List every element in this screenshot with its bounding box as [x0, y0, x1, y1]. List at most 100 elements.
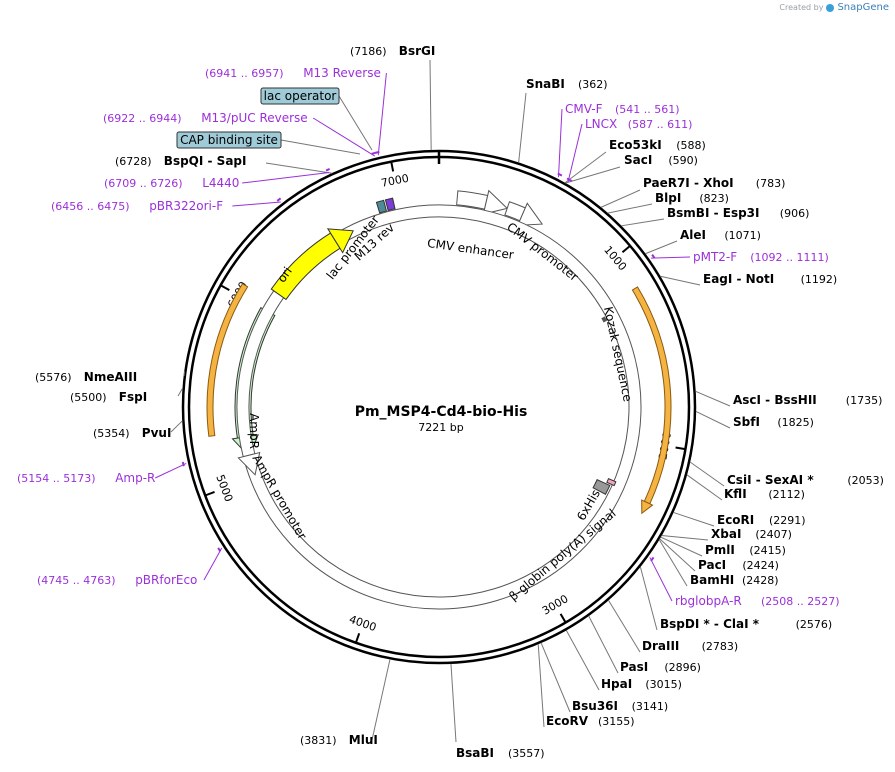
primer-range: (5154 .. 5173) [17, 472, 96, 485]
boxed-label-text: CAP binding site [180, 133, 278, 147]
site-leader [177, 387, 184, 397]
site-name: PmlI [705, 543, 735, 557]
site-position: (1825) [777, 416, 814, 429]
site-bsmbi-esp3i: BsmBI - Esp3I (906) [621, 206, 810, 227]
tick-label: 3000 [540, 592, 571, 617]
site-ecori: EcoRI(2291) [673, 511, 806, 527]
site-leader [565, 166, 621, 184]
site-leader [564, 151, 607, 184]
primer-mark [181, 461, 185, 467]
site-fspi: (5500)FspI [70, 387, 184, 404]
primer-rbglobpa-r: rbglobpA-R(2508 .. 2527) [649, 556, 840, 608]
site-leader [660, 275, 701, 286]
site-position: (7186) [350, 45, 387, 58]
site-leader [695, 410, 731, 429]
site-nmeaiii: (5576) NmeAIII [35, 370, 185, 384]
primer-leader [232, 201, 281, 207]
site-position: (5576) [35, 371, 72, 384]
site-position: (906) [780, 207, 810, 220]
site-pasi: PasI(2896) [588, 615, 701, 674]
tick-mark [390, 162, 395, 172]
primer-amp-r: (5154 .. 5173) Amp-R [17, 461, 187, 485]
site-paci: PacI(2424) [659, 538, 779, 572]
credit-prefix: Created by [779, 3, 824, 12]
site-name: SacI [624, 153, 652, 167]
cmv-enhancer-arrow [456, 189, 509, 215]
primer-leader [154, 462, 187, 479]
primer-name: Amp-R [115, 471, 155, 485]
primer-name: pMT2-F [693, 250, 737, 264]
primer-mark [276, 197, 282, 202]
site-leader [608, 599, 641, 653]
primer-leader [312, 117, 376, 157]
primer-leader [377, 72, 387, 156]
site-hpai: HpaI(3015) [565, 630, 682, 691]
primer-m13-puc-reverse: (6922 .. 6944)M13/pUC Reverse [103, 111, 377, 157]
site-csii-sexai: CsiI - SexAI *(2053) [689, 461, 884, 487]
site-position: (1071) [724, 229, 761, 242]
site-leader [537, 644, 545, 728]
snapgene-logo-icon [826, 3, 835, 12]
tick-label: 1000 [601, 243, 629, 273]
site-position: (823) [699, 192, 729, 205]
site-position: (3557) [508, 747, 545, 760]
plasmid-length: 7221 bp [418, 421, 463, 434]
primer-range: (6922 .. 6944) [103, 112, 182, 125]
kozak-marker [601, 316, 608, 323]
primer-pbr322ori-f: (6456 .. 6475)pBR322ori-F [51, 197, 282, 213]
primer-mark [371, 151, 377, 155]
site-name: XbaI [711, 527, 741, 541]
site-saci: SacI (590) [565, 153, 698, 184]
polya-box [592, 478, 611, 495]
boxed-leader [338, 95, 373, 151]
primer-leader [649, 557, 673, 602]
site-name: BsmBI - Esp3I [667, 206, 759, 220]
site-position: (5354) [93, 427, 130, 440]
site-name: PasI [620, 660, 648, 674]
boxed-label-text: lac operator [264, 89, 337, 103]
primer-range: (6709 .. 6726) [104, 177, 183, 190]
site-name: PaeR7I - XhoI [643, 176, 734, 190]
primer-pbrforeco: (4745 .. 4763)pBRforEco [37, 547, 223, 587]
site-name: BspQI - SapI [164, 154, 247, 168]
site-sbfi: SbfI(1825) [695, 410, 814, 429]
site-position: (2576) [796, 618, 833, 631]
site-name: SnaBI [526, 77, 565, 91]
site-position: (2112) [768, 488, 805, 501]
site-name: BamHI [690, 573, 734, 587]
site-name: CsiI - SexAI * [727, 473, 814, 487]
site-position: (590) [668, 154, 698, 167]
site-name: NmeAIII [84, 370, 137, 384]
site-position: (2783) [702, 640, 739, 653]
primer-range: (1092 .. 1111) [750, 251, 829, 264]
site-position: (6728) [115, 155, 152, 168]
primer-layer: CMV-F(541 .. 561)LNCX(587 .. 611)pMT2-F(… [17, 66, 840, 608]
primer-mark [566, 177, 573, 183]
primer-mark [325, 168, 331, 172]
site-position: (5500) [70, 391, 107, 404]
site-name: Bsu36I [572, 699, 618, 713]
site-position: (3141) [632, 700, 669, 713]
site-position: (2415) [749, 544, 786, 557]
tick-mark [221, 284, 230, 292]
boxed-label-bg [176, 131, 282, 149]
site-leader [565, 630, 600, 691]
site-leader [695, 390, 731, 407]
site-name: BspDI * - ClaI * [660, 617, 760, 631]
site-name: BsaBI [456, 746, 494, 760]
m13-rev-box [384, 197, 396, 212]
site-bspqi-sapi: (6728) BspQI - SapI [115, 154, 333, 174]
tick-mark [205, 491, 215, 497]
site-kfli: KflI(2112) [686, 474, 805, 501]
site-leader [607, 203, 653, 214]
site-snabi: SnaBI(362) [518, 77, 608, 163]
site-name: PvuI [142, 426, 172, 440]
tick-label: 7000 [380, 172, 410, 190]
site-leader [686, 474, 723, 501]
site-layer: (7186)BsrGISnaBI(362)Eco53kI(588)SacI(59… [35, 44, 884, 760]
tick-label: 5000 [213, 473, 235, 504]
site-paer7i-xhoi: PaeR7I - XhoI(783) [600, 176, 785, 208]
tick-label: 4000 [347, 613, 378, 635]
site-leader [588, 615, 619, 674]
plasmid-name: Pm_MSP4-Cd4-bio-His [355, 404, 528, 420]
